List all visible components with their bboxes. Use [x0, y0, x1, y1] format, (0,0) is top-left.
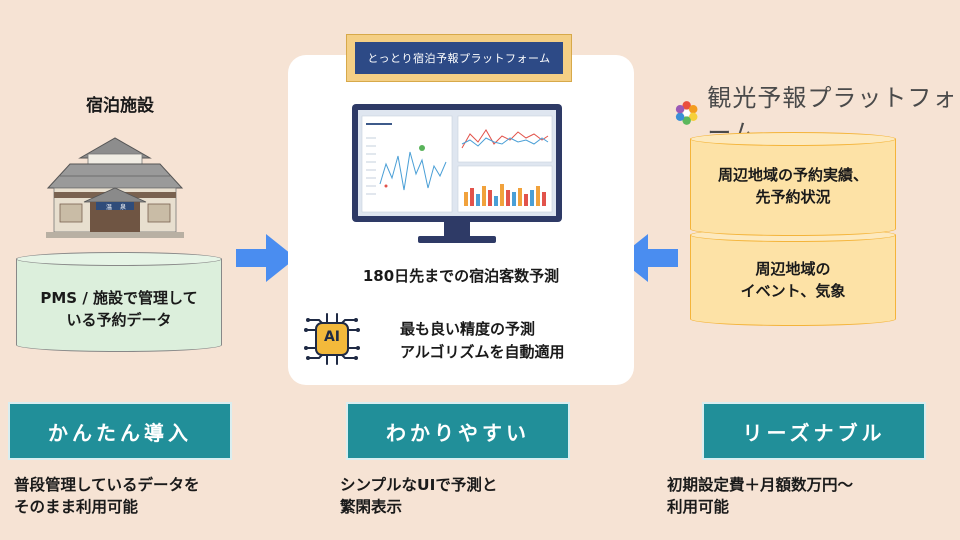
- logo-text: 観光予報プラットフォーム: [707, 84, 958, 147]
- arrow-right-icon: [236, 234, 296, 282]
- feature-desc-line: 繁閑表示: [340, 498, 403, 516]
- ai-icon-label: AI: [323, 329, 341, 345]
- reservation-data-cylinder: PMS / 施設で管理して いる予約データ: [16, 252, 222, 352]
- feature-desc-line: 利用可能: [667, 498, 730, 516]
- ai-text-line: 最も良い精度の予測: [400, 320, 536, 338]
- cylinder-text-line: イベント、気象: [740, 282, 846, 300]
- regional-data-cylinder-top: 周辺地域の予約実績、 先予約状況: [690, 132, 896, 236]
- ai-description: 最も良い精度の予測 アルゴリズムを自動適用: [400, 318, 565, 364]
- svg-text:温: 温: [106, 203, 112, 211]
- feature-desc-line: 普段管理しているデータを: [14, 476, 200, 494]
- monitor-dashboard-icon: [352, 104, 562, 243]
- platform-label: とっとり宿泊予報プラットフォーム: [355, 42, 563, 74]
- ryokan-building-icon: 温 泉: [46, 137, 184, 238]
- regional-data-cylinder-bottom: 周辺地域の イベント、気象: [690, 228, 896, 326]
- cylinder-text-line: PMS / 施設で管理して: [40, 289, 198, 307]
- flower-logo-icon: [675, 101, 698, 125]
- feature-easy-setup-desc: 普段管理しているデータを そのまま利用可能: [14, 474, 200, 518]
- feature-easy-to-understand-desc: シンプルなUIで予測と 繁閑表示: [340, 474, 497, 518]
- cylinder-text-line: 先予約状況: [755, 188, 831, 206]
- svg-text:泉: 泉: [120, 203, 126, 211]
- feature-desc-line: 初期設定費＋月額数万円〜: [667, 476, 854, 494]
- feature-reasonable-button[interactable]: リーズナブル: [702, 402, 926, 460]
- kanko-yoho-logo: 観光予報プラットフォーム: [674, 78, 960, 148]
- feature-easy-setup-button[interactable]: かんたん導入: [8, 402, 232, 460]
- feature-easy-to-understand-button[interactable]: わかりやすい: [346, 402, 570, 460]
- feature-desc-line: そのまま利用可能: [14, 498, 139, 516]
- cylinder-text-line: 周辺地域の予約実績、: [717, 166, 868, 184]
- cylinder-text-line: いる予約データ: [66, 311, 172, 329]
- platform-banner: とっとり宿泊予報プラットフォーム: [346, 34, 572, 82]
- ai-text-line: アルゴリズムを自動適用: [400, 343, 565, 361]
- cylinder-text-line: 周辺地域の: [755, 260, 831, 278]
- forecast-text: 180日先までの宿泊客数予測: [362, 267, 560, 285]
- feature-desc-line: シンプルなUIで予測と: [340, 476, 498, 494]
- feature-reasonable-desc: 初期設定費＋月額数万円〜 利用可能: [667, 474, 853, 518]
- facility-label: 宿泊施設: [86, 96, 154, 116]
- ai-chip-icon: [304, 313, 360, 365]
